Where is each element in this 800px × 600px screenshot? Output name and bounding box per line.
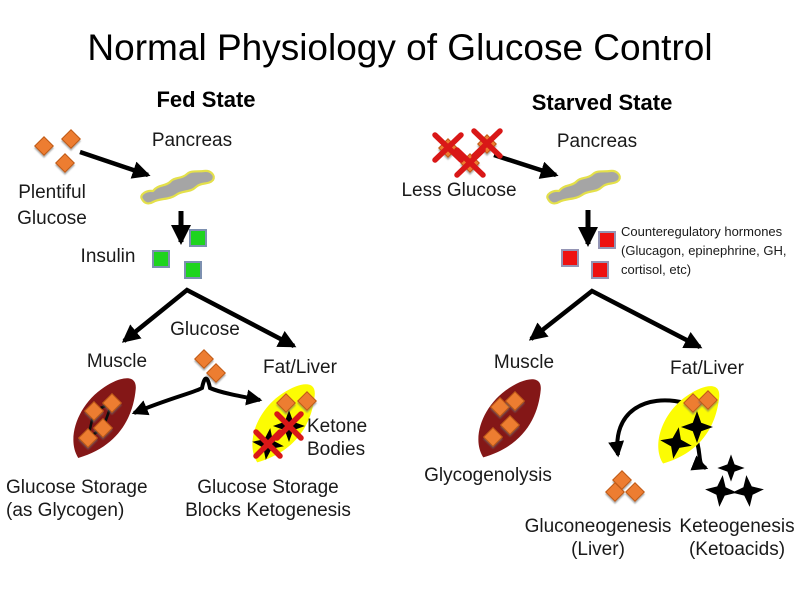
plentiful-line1: Plentiful <box>18 182 86 203</box>
glucose-diamond-icon <box>193 348 214 369</box>
glucose-label: Glucose <box>170 319 240 340</box>
pancreas-label-starved: Pancreas <box>556 131 638 152</box>
glycogenolysis-label: Glycogenolysis <box>424 465 552 486</box>
hormones-line1: Counteregulatory hormones <box>621 224 783 239</box>
insulin-square-icon <box>184 261 202 279</box>
glucose-diamond-icon <box>54 152 75 173</box>
ketogenesis-label: Keteogenesis (Ketoacids) <box>679 515 794 561</box>
glucose-diamond-icon <box>482 426 503 447</box>
ketogenesis-line1: Keteogenesis <box>679 516 795 537</box>
glucose-diamond-icon <box>459 152 480 173</box>
insulin-square-icon <box>152 250 170 268</box>
pancreas-shape-starved <box>546 169 621 205</box>
storage-ketogenesis-line1: Glucose Storage <box>197 477 339 498</box>
arrow-glucose-to-pancreas-starved <box>493 152 559 179</box>
glucose-diamond-icon <box>275 392 296 413</box>
ketone-bodies-label: Ketone Bodies <box>307 415 367 461</box>
ketogenesis-line2: (Ketoacids) <box>688 539 786 560</box>
hormone-square-icon <box>561 249 579 267</box>
arrow-glucose-to-pancreas-fed <box>79 149 151 179</box>
arrow-branch-starved <box>528 288 703 349</box>
muscle-label-fed: Muscle <box>86 351 148 372</box>
glucose-diamond-icon <box>83 400 104 421</box>
glucose-diamond-icon <box>205 362 226 383</box>
glucose-diamond-icon <box>476 133 497 154</box>
ketone-line1: Ketone <box>307 416 368 437</box>
glucose-diamond-icon <box>624 481 645 502</box>
glucose-diamond-icon <box>296 390 317 411</box>
glucose-diamond-icon <box>60 128 81 149</box>
gluconeogenesis-label: Gluconeogenesis (Liver) <box>525 515 672 561</box>
hormones-line2: (Glucagon, epinephrine, GH, <box>621 243 787 258</box>
fed-state-heading: Fed State <box>156 87 256 112</box>
gluconeogenesis-line1: Gluconeogenesis <box>524 516 672 537</box>
plentiful-glucose-label: Plentiful Glucose <box>17 180 87 232</box>
glucose-diamond-icon <box>101 392 122 413</box>
arrow-ketogenesis <box>690 431 709 471</box>
glucose-diamond-icon <box>437 137 458 158</box>
starved-state-heading: Starved State <box>531 90 673 115</box>
ketone-line2: Bodies <box>307 439 366 460</box>
glucose-storage-ketogenesis-label: Glucose Storage Blocks Ketogenesis <box>185 476 351 522</box>
ketone-star-icon <box>657 424 695 462</box>
glucose-storage-glycogen-label: Glucose Storage (as Glycogen) <box>6 476 148 522</box>
insulin-square-icon <box>189 229 207 247</box>
ketone-star-icon <box>249 425 287 463</box>
pancreas-shape-fed <box>140 169 215 205</box>
hormone-square-icon <box>598 231 616 249</box>
red-cross-icon <box>253 411 304 459</box>
glucose-diamond-icon <box>33 135 54 156</box>
arrow-gluconeogenesis <box>608 398 686 458</box>
ketone-star-icon <box>681 411 713 443</box>
ketoacid-star-icon <box>730 473 766 509</box>
gluconeogenesis-line2: (Liver) <box>571 539 625 560</box>
hormone-square-icon <box>591 261 609 279</box>
page-title: Normal Physiology of Glucose Control <box>87 27 713 68</box>
fat-liver-label-starved: Fat/Liver <box>670 358 744 379</box>
glucose-diamond-icon <box>682 392 703 413</box>
plentiful-line2: Glucose <box>17 208 87 229</box>
ketoacid-star-icon <box>717 454 745 482</box>
storage-glycogen-line2: (as Glycogen) <box>6 500 125 521</box>
insulin-label: Insulin <box>80 246 136 267</box>
pancreas-label-fed: Pancreas <box>151 130 233 151</box>
storage-ketogenesis-line2: Blocks Ketogenesis <box>185 500 351 521</box>
storage-glycogen-line1: Glucose Storage <box>6 477 148 498</box>
less-glucose-label: Less Glucose <box>401 180 517 201</box>
hormones-line3: cortisol, etc) <box>621 262 692 277</box>
muscle-label-starved: Muscle <box>493 352 555 373</box>
muscle-shape-fed <box>73 378 136 458</box>
arrow-glucose-uptake-fed <box>131 376 263 416</box>
glucose-diamond-icon <box>697 389 718 410</box>
ketone-star-icon <box>273 410 305 442</box>
fat-liver-label-fed: Fat/Liver <box>263 357 337 378</box>
glucose-diamond-icon <box>77 427 98 448</box>
ketoacid-star-icon <box>703 473 739 509</box>
counterregulatory-hormones-label: Counteregulatory hormones (Glucagon, epi… <box>621 222 786 279</box>
glucose-diamond-icon <box>499 414 520 435</box>
glucose-diamond-icon <box>92 417 113 438</box>
